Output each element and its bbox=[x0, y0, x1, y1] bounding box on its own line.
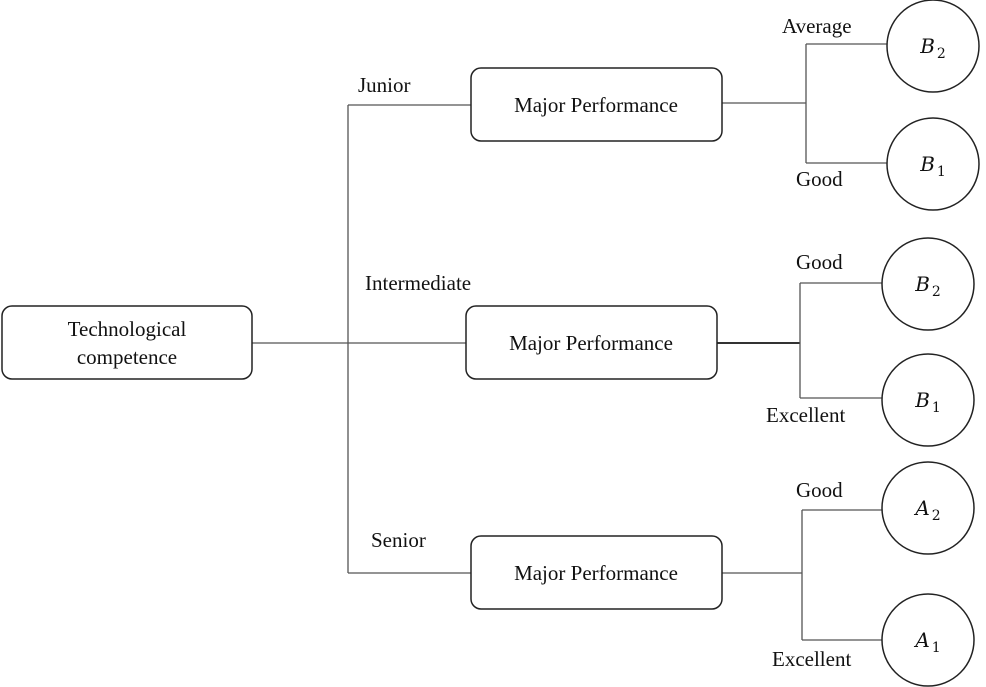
root-node: Technological competence bbox=[1, 305, 253, 380]
branch-label-senior: Senior bbox=[371, 528, 426, 552]
branch-label-junior: Junior bbox=[358, 73, 411, 97]
branch-label-intermediate: Intermediate bbox=[365, 271, 471, 295]
connectors bbox=[252, 43, 887, 641]
major-node-senior: Major Performance bbox=[470, 535, 723, 610]
major-label: Major Performance bbox=[514, 93, 678, 117]
outcome-circle bbox=[881, 593, 975, 687]
outcome-circle bbox=[881, 353, 975, 447]
outcome-circle bbox=[881, 461, 975, 555]
leaf-label-intermediate-good: Good bbox=[796, 250, 843, 274]
root-label-line1: Technological bbox=[68, 317, 187, 341]
root-box bbox=[1, 305, 253, 380]
leaf-label-senior-good: Good bbox=[796, 478, 843, 502]
outcome-circle bbox=[886, 0, 980, 93]
major-label: Major Performance bbox=[509, 331, 673, 355]
major-node-intermediate: Major Performance bbox=[465, 305, 718, 380]
major-box bbox=[470, 67, 723, 142]
major-box bbox=[470, 535, 723, 610]
outcome-circle bbox=[886, 117, 980, 211]
major-label: Major Performance bbox=[514, 561, 678, 585]
leaf-label-senior-excellent: Excellent bbox=[772, 647, 851, 671]
leaf-label-junior-good: Good bbox=[796, 167, 843, 191]
leaf-label-intermediate-excellent: Excellent bbox=[766, 403, 845, 427]
outcome-circle bbox=[881, 237, 975, 331]
major-box bbox=[465, 305, 718, 380]
root-label-line2: competence bbox=[77, 345, 177, 369]
major-node-junior: Major Performance bbox=[470, 67, 723, 142]
leaf-label-junior-average: Average bbox=[782, 14, 852, 38]
